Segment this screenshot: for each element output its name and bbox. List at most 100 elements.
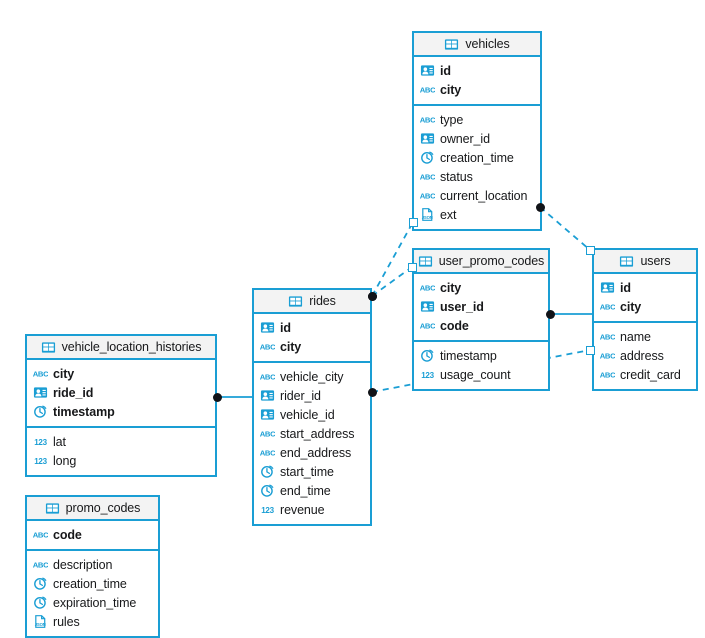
field-row-users-id[interactable]: id <box>594 278 696 297</box>
id-icon <box>260 322 275 333</box>
svg-text:ABC: ABC <box>600 303 615 312</box>
table-title: promo_codes <box>65 501 141 515</box>
field-row-promo_codes-creation_time[interactable]: creation_time <box>27 574 158 593</box>
field-label: rules <box>53 614 80 629</box>
field-row-user_promo_codes-user_id[interactable]: user_id <box>414 297 548 316</box>
svg-text:123: 123 <box>421 371 434 380</box>
field-row-promo_codes-expiration_time[interactable]: expiration_time <box>27 593 158 612</box>
number-icon: 123 <box>34 438 48 447</box>
field-row-vehicle_location_histories-ride_id[interactable]: ride_id <box>27 383 215 402</box>
field-row-vehicles-id[interactable]: id <box>414 61 540 80</box>
field-label: rider_id <box>280 388 321 403</box>
field-label: type <box>440 112 464 127</box>
field-row-user_promo_codes-city[interactable]: ABC city <box>414 278 548 297</box>
field-row-vehicles-owner_id[interactable]: owner_id <box>414 129 540 148</box>
field-label: city <box>620 299 642 314</box>
field-row-rides-end_address[interactable]: ABC end_address <box>254 443 370 462</box>
field-row-vehicles-creation_time[interactable]: creation_time <box>414 148 540 167</box>
field-row-rides-id[interactable]: id <box>254 318 370 337</box>
field-row-user_promo_codes-code[interactable]: ABC code <box>414 316 548 335</box>
field-label: city <box>440 82 462 97</box>
abc-icon: ABC <box>420 284 435 293</box>
field-label: end_address <box>280 445 352 460</box>
field-label: code <box>440 318 469 333</box>
relationship-line-rides-to-user_promo_codes[interactable] <box>371 266 413 297</box>
field-label: description <box>53 557 113 572</box>
json-icon: JSON <box>422 208 433 221</box>
abc-icon: ABC <box>600 371 615 380</box>
svg-text:123: 123 <box>34 438 47 447</box>
table-header-vehicle_location_histories[interactable]: vehicle_location_histories <box>27 336 215 360</box>
field-row-vehicles-ext[interactable]: JSON ext <box>414 205 540 224</box>
field-row-users-city[interactable]: ABC city <box>594 297 696 316</box>
table-icon <box>289 295 303 307</box>
table-header-user_promo_codes[interactable]: user_promo_codes <box>414 250 548 274</box>
relationship-line-rides-to-vehicles[interactable] <box>371 221 414 297</box>
number-icon: 123 <box>261 506 275 515</box>
field-label: ride_id <box>53 385 94 400</box>
field-label: vehicle_city <box>280 369 344 384</box>
field-row-rides-vehicle_id[interactable]: vehicle_id <box>254 405 370 424</box>
abc-icon: ABC <box>600 333 615 342</box>
id-icon <box>420 301 435 312</box>
relationship-marker-one-square-vehicles-to-users-to <box>585 245 595 255</box>
abc-icon: ABC <box>420 322 435 331</box>
id-icon <box>600 282 615 293</box>
svg-text:ABC: ABC <box>33 531 48 540</box>
field-label: status <box>440 169 473 184</box>
field-label: address <box>620 348 664 363</box>
abc-icon: ABC <box>33 370 48 379</box>
field-row-rides-start_time[interactable]: start_time <box>254 462 370 481</box>
relationship-marker-many-dot-rides-to-user_promo_codes-from <box>367 291 377 301</box>
abc-icon: ABC <box>420 192 435 201</box>
field-row-vehicle_location_histories-timestamp[interactable]: timestamp <box>27 402 215 421</box>
abc-icon: ABC <box>600 303 615 312</box>
svg-text:ABC: ABC <box>420 322 435 331</box>
field-label: city <box>440 280 462 295</box>
svg-text:ABC: ABC <box>600 333 615 342</box>
table-header-users[interactable]: users <box>594 250 696 274</box>
relationship-line-vehicles-to-users[interactable] <box>539 206 591 251</box>
table-header-rides[interactable]: rides <box>254 290 370 314</box>
table-header-vehicles[interactable]: vehicles <box>414 33 540 57</box>
table-icon <box>620 255 634 267</box>
field-label: ext <box>440 207 457 222</box>
field-label: city <box>280 339 302 354</box>
table-header-promo_codes[interactable]: promo_codes <box>27 497 158 521</box>
field-row-rides-end_time[interactable]: end_time <box>254 481 370 500</box>
field-row-user_promo_codes-timestamp[interactable]: timestamp <box>414 346 548 365</box>
table-icon <box>45 502 59 514</box>
field-row-rides-rider_id[interactable]: rider_id <box>254 386 370 405</box>
abc-icon: ABC <box>260 449 275 458</box>
